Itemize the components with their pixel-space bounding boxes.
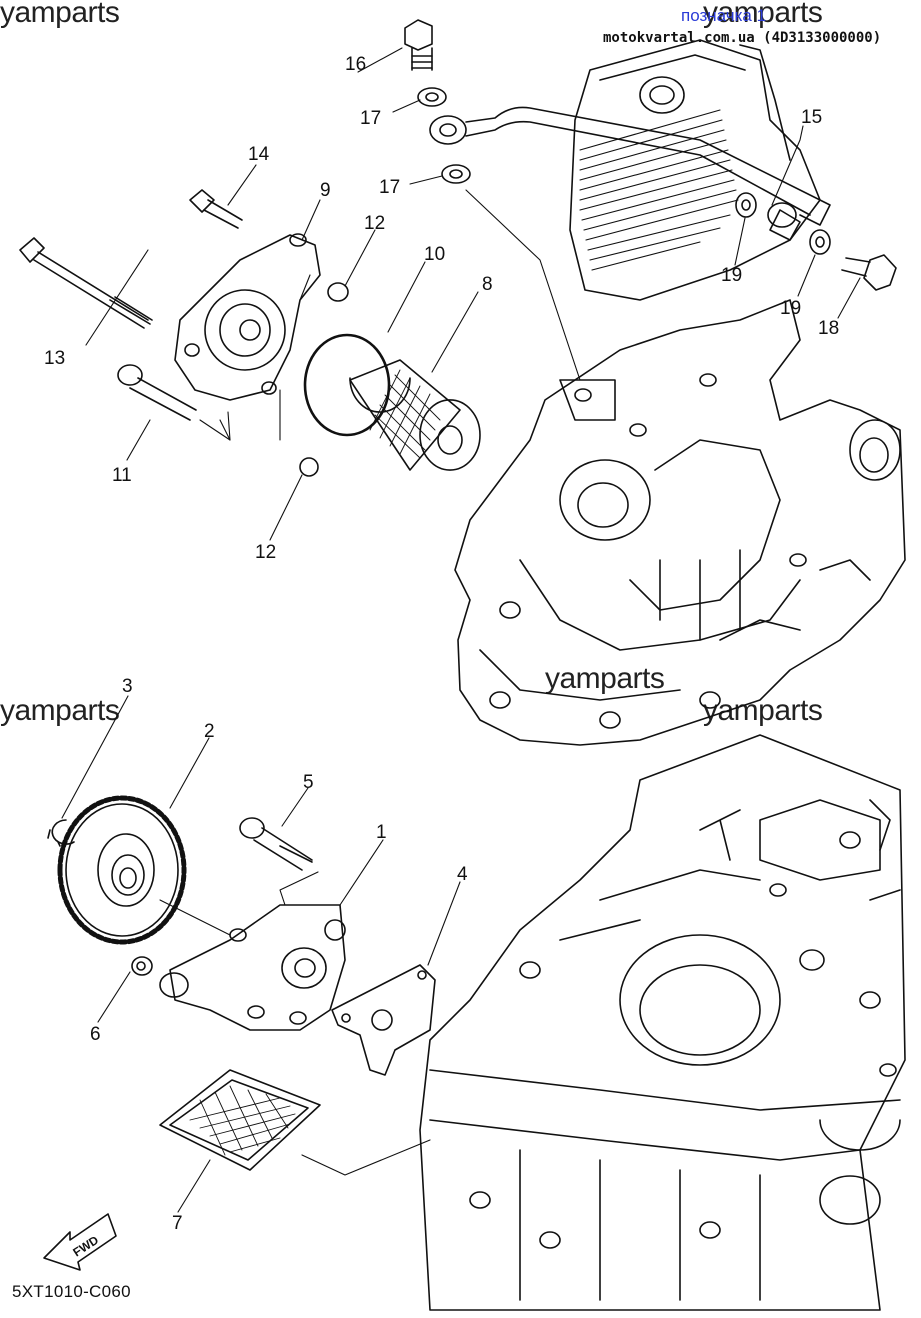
callout-11: 11 [112, 465, 132, 486]
oil-pump-gear-2 [57, 795, 187, 945]
oil-strainer-7 [159, 1069, 321, 1171]
upper-crankcase [454, 39, 906, 746]
callout-2: 2 [204, 721, 215, 742]
collar-6 [131, 956, 153, 976]
callout-12-lower: 12 [255, 542, 276, 563]
oil-pipe-15 [429, 106, 831, 241]
callout-14: 14 [248, 144, 270, 165]
bolt-11 [117, 364, 197, 421]
callout-7: 7 [172, 1213, 183, 1234]
callout-16: 16 [345, 54, 366, 75]
callout-17-lower: 17 [379, 177, 400, 198]
callout-13: 13 [44, 348, 65, 369]
callout-19-left: 19 [721, 265, 742, 286]
gasket-4 [331, 964, 436, 1076]
leader-lines [61, 47, 861, 1213]
washer-17-lower [441, 164, 471, 184]
callout-6: 6 [90, 1024, 101, 1045]
callout-9: 9 [320, 180, 331, 201]
union-bolt-16 [404, 19, 433, 71]
oil-filter-element [349, 359, 481, 471]
washer-19-left [735, 192, 757, 218]
callout-labels: 1 2 3 4 5 6 7 8 9 10 11 12 12 13 14 15 1… [44, 54, 839, 1234]
forward-arrow-icon [43, 1213, 117, 1271]
washer-19-right [809, 229, 831, 255]
source-caption: motokvartal.com.ua (4D3133000000) [603, 30, 882, 46]
callout-18: 18 [818, 318, 839, 339]
bolt-5 [239, 817, 313, 871]
circlip-3 [47, 819, 75, 847]
washer-17-upper [417, 87, 447, 107]
bolt-14 [189, 189, 243, 229]
watermark-middle-left: yamparts [0, 694, 120, 727]
callout-3: 3 [122, 676, 133, 697]
callout-19-right: 19 [780, 298, 801, 319]
callout-10: 10 [424, 244, 445, 265]
oil-pump-assembly [159, 904, 346, 1031]
bolt-13 [19, 237, 153, 329]
watermark-top-left: yamparts [0, 0, 120, 29]
watermark-center: yamparts [545, 662, 665, 695]
o-ring-10 [303, 333, 391, 437]
callout-5: 5 [303, 772, 314, 793]
oil-filter-cover [174, 233, 321, 401]
bookmark-link[interactable]: позначка 1 [681, 6, 767, 25]
callout-12-upper: 12 [364, 213, 385, 234]
callout-17-upper: 17 [360, 108, 381, 129]
callout-4: 4 [457, 864, 468, 885]
watermark-top-right: yamparts [703, 0, 823, 29]
callout-1: 1 [376, 822, 387, 843]
o-ring-12-upper [327, 282, 349, 302]
callout-8: 8 [482, 274, 493, 295]
union-bolt-18 [841, 254, 897, 291]
diagram-code: 5XT1010-C060 [12, 1282, 131, 1301]
lower-crankcase [419, 734, 906, 1311]
watermark-middle-right: yamparts [703, 694, 823, 727]
callout-15: 15 [801, 107, 822, 128]
o-ring-12-lower [299, 457, 319, 477]
